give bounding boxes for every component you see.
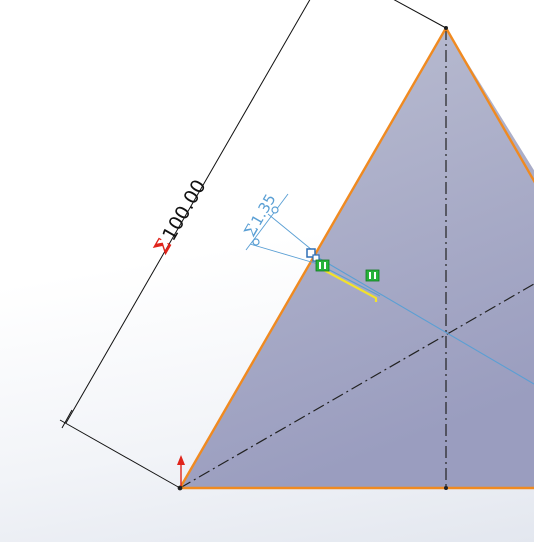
selected-segment[interactable]: [319, 267, 378, 302]
dimension-line: [65, 0, 311, 424]
triangle-face[interactable]: [180, 28, 534, 488]
offset-line-long[interactable]: [311, 253, 534, 385]
coincident-relation-icon[interactable]: [315, 259, 330, 272]
bottom-mid-vertex[interactable]: [444, 486, 448, 490]
offset-extension-2: [267, 213, 313, 251]
dimension-arrow-tick: [61, 409, 73, 429]
extension-line-bottom: [59, 419, 181, 489]
offset-extension-1: [249, 243, 319, 265]
origin-arrow-icon: [177, 455, 185, 486]
right-edge[interactable]: [444, 27, 534, 200]
offset-endpoint-2[interactable]: [271, 206, 279, 214]
offset-endpoint-1[interactable]: [252, 238, 260, 246]
side-length-value[interactable]: 100.00: [158, 176, 210, 245]
extension-line-top: [393, 0, 447, 29]
parallel-relation-icon[interactable]: [365, 269, 380, 282]
diagonal-centerline[interactable]: [179, 283, 534, 489]
